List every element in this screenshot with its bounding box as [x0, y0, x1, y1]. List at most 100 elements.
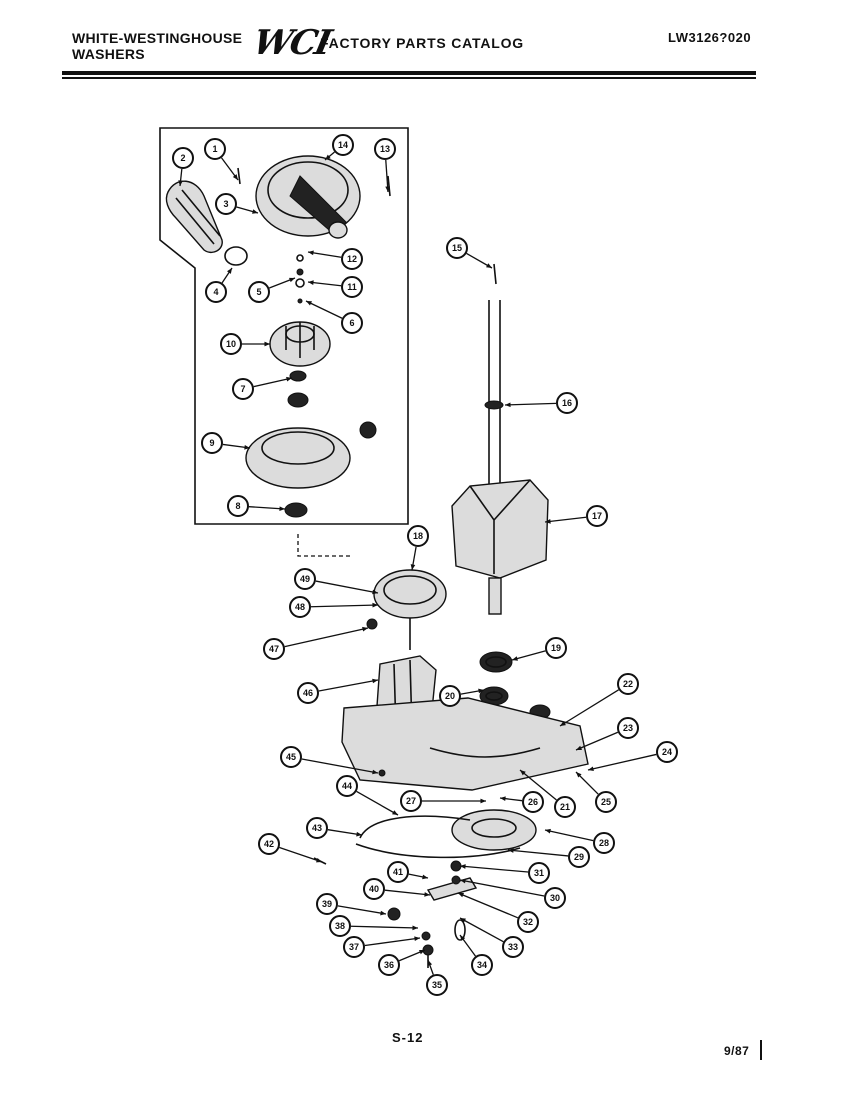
callout-circle — [248, 281, 270, 303]
callout-arrowhead — [576, 745, 582, 750]
callout-2: 2 — [172, 147, 194, 187]
callout-circle — [617, 717, 639, 739]
brand-line-2: WASHERS — [72, 46, 145, 62]
callout-number: 27 — [406, 796, 416, 806]
base-plate — [341, 697, 589, 791]
callout-number: 40 — [369, 884, 379, 894]
callout-number: 45 — [286, 752, 296, 762]
washer-12 — [296, 254, 304, 262]
callout-circle — [341, 312, 363, 334]
callout-arrowhead — [460, 918, 466, 923]
callout-1: 1 — [204, 138, 239, 181]
callout-number: 13 — [380, 144, 390, 154]
callout-arrowhead — [356, 831, 362, 837]
callout-leader — [544, 516, 587, 523]
callout-6: 6 — [305, 300, 363, 334]
callout-circle — [363, 878, 385, 900]
callout-circle — [522, 791, 544, 813]
callout-leader — [364, 937, 421, 947]
callout-number: 9 — [209, 438, 214, 448]
callout-arrowhead — [325, 154, 331, 160]
callout-20: 20 — [439, 685, 485, 707]
callout-leader — [315, 580, 379, 594]
callout-circle — [172, 147, 194, 169]
callout-49: 49 — [294, 568, 379, 595]
callout-arrowhead — [512, 656, 518, 661]
callout-circle — [593, 832, 615, 854]
callout-11: 11 — [307, 276, 363, 298]
model-number: LW3126?020 — [668, 30, 752, 45]
callout-leader — [350, 925, 419, 929]
callout-46: 46 — [297, 678, 379, 704]
callout-13: 13 — [374, 138, 396, 193]
callout-circle — [332, 134, 354, 156]
page-date: 9/87 — [724, 1044, 750, 1058]
callout-leader — [305, 300, 343, 319]
drive-belt — [355, 815, 521, 859]
pump-assembly-box — [159, 127, 409, 557]
callout-number: 33 — [508, 942, 518, 952]
callout-number: 23 — [623, 723, 633, 733]
callout-41: 41 — [387, 861, 429, 883]
callout-number: 32 — [523, 917, 533, 927]
callout-leader — [504, 402, 557, 406]
screw-15 — [493, 263, 497, 285]
callout-arrowhead — [486, 263, 492, 268]
callout-27: 27 — [400, 790, 486, 812]
callout-number: 39 — [322, 899, 332, 909]
callout-number: 10 — [226, 339, 236, 349]
pump-housing — [255, 155, 361, 239]
callout-arrowhead — [410, 564, 416, 570]
callout-circle — [336, 775, 358, 797]
callout-circle — [343, 936, 365, 958]
callout-arrowhead — [286, 376, 292, 382]
callout-4: 4 — [205, 267, 233, 303]
callout-31: 31 — [459, 862, 550, 884]
callout-8: 8 — [227, 495, 286, 517]
callout-arrowhead — [244, 444, 250, 450]
callout-circle — [263, 638, 285, 660]
callout-leader — [307, 251, 342, 258]
callout-leader — [327, 829, 363, 836]
callout-40: 40 — [363, 878, 431, 900]
callout-12: 12 — [307, 248, 363, 270]
callout-number: 28 — [599, 838, 609, 848]
callout-arrowhead — [279, 506, 285, 511]
washer-5 — [296, 268, 304, 276]
catalog-brand: WHITE-WESTINGHOUSE WASHERS — [72, 30, 242, 62]
callout-arrowhead — [372, 769, 378, 775]
callout-38: 38 — [329, 915, 419, 937]
callout-44: 44 — [336, 775, 399, 816]
callout-circle — [306, 817, 328, 839]
callout-number: 26 — [528, 797, 538, 807]
callout-43: 43 — [306, 817, 363, 839]
callout-arrowhead — [412, 925, 418, 931]
header-rule-thick — [62, 71, 756, 75]
catalog-title: FACTORY PARTS CATALOG — [320, 35, 524, 51]
seal-lower — [287, 392, 309, 408]
callout-number: 37 — [349, 942, 359, 952]
callout-arrowhead — [306, 301, 312, 306]
callout-circle — [407, 525, 429, 547]
callout-10: 10 — [220, 333, 270, 355]
callout-number: 16 — [562, 398, 572, 408]
callout-28: 28 — [544, 828, 615, 854]
callout-37: 37 — [343, 936, 421, 958]
callout-arrowhead — [508, 848, 514, 853]
callout-arrowhead — [380, 910, 386, 916]
callout-34: 34 — [459, 934, 493, 976]
callout-leader — [511, 650, 546, 661]
callout-number: 14 — [338, 140, 348, 150]
callout-circle — [374, 138, 396, 160]
seal-bottom — [284, 502, 308, 518]
callout-arrowhead — [588, 766, 594, 772]
washer-11 — [295, 278, 305, 288]
callout-arrowhead — [316, 858, 322, 863]
callout-number: 21 — [560, 802, 570, 812]
callout-circle — [387, 861, 409, 883]
callout-48: 48 — [289, 596, 379, 618]
callout-number: 6 — [349, 318, 354, 328]
callout-47: 47 — [263, 626, 369, 660]
brake-assembly — [387, 860, 478, 968]
callout-leader — [356, 790, 399, 816]
